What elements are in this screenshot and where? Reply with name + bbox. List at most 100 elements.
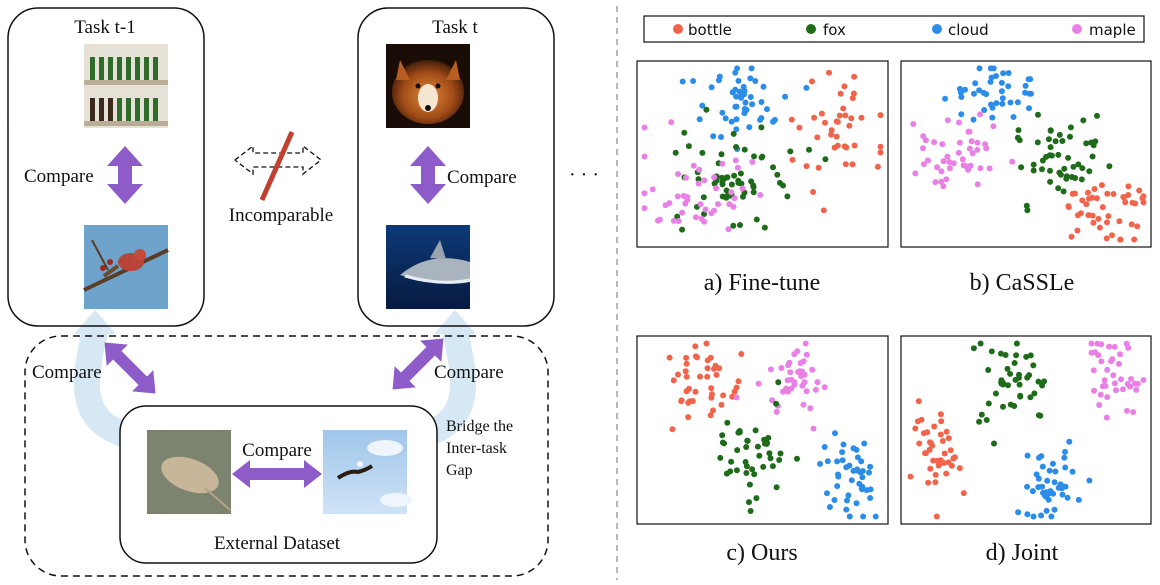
scatter-point-joint-fox [971, 345, 977, 351]
scatter-point-finetune-fox [730, 223, 736, 229]
scatter-point-ours-maple [789, 385, 795, 391]
scatter-point-cassle-cloud [999, 101, 1005, 107]
scatter-point-finetune-cloud [741, 91, 747, 97]
scatter-point-cassle-maple [968, 163, 974, 169]
scatter-point-joint-cloud [1044, 508, 1050, 514]
scatter-point-ours-fox [768, 455, 774, 461]
scatter-point-finetune-cloud [803, 85, 809, 91]
scatter-point-cassle-maple [932, 179, 938, 185]
scatter-point-joint-fox [999, 381, 1005, 387]
scatter-point-cassle-cloud [1006, 70, 1012, 76]
scatter-point-finetune-maple [642, 190, 648, 196]
scatter-point-cassle-bottle [1092, 186, 1098, 192]
scatter-point-finetune-bottle [816, 165, 822, 171]
scatter-point-cassle-cloud [1015, 99, 1021, 105]
scatter-point-cassle-bottle [1141, 193, 1147, 199]
scatter-point-finetune-fox [742, 147, 748, 153]
scatter-point-ours-bottle [679, 397, 685, 403]
scatter-point-ours-bottle [719, 402, 725, 408]
scatter-point-ours-cloud [817, 461, 823, 467]
task-curr-title: Task t [432, 17, 478, 38]
scatter-point-ours-cloud [832, 497, 838, 503]
scatter-point-finetune-bottle [796, 125, 802, 131]
scatter-point-cassle-maple [975, 140, 981, 146]
scatter-point-ours-bottle [734, 385, 740, 391]
shark-image [386, 225, 470, 309]
scatter-point-joint-fox [1005, 366, 1011, 372]
scatter-point-joint-fox [979, 412, 985, 418]
scatter-point-ours-fox [743, 470, 749, 476]
scatter-point-ours-cloud [860, 514, 866, 520]
scatter-point-joint-bottle [943, 471, 949, 477]
scatter-point-ours-bottle [693, 389, 699, 395]
scatter-point-finetune-bottle [826, 70, 832, 76]
scatter-point-cassle-cloud [1000, 95, 1006, 101]
scatter-point-joint-fox [1013, 377, 1019, 383]
legend-label-cloud: cloud [948, 21, 989, 39]
scatter-point-joint-maple [1104, 367, 1110, 373]
scatter-point-finetune-cloud [742, 106, 748, 112]
scatter-point-cassle-bottle [1078, 210, 1084, 216]
scatter-point-cassle-fox [1059, 138, 1065, 144]
scatter-point-ours-maple [809, 367, 815, 373]
scatter-point-joint-fox [985, 367, 991, 373]
scatter-point-joint-maple [1113, 387, 1119, 393]
scatter-point-joint-bottle [934, 514, 940, 520]
scatter-point-ours-fox [746, 499, 752, 505]
scatter-point-joint-maple [1124, 341, 1130, 347]
scatter-point-ours-fox [724, 420, 730, 426]
bridge-label-line1: Bridge the [446, 418, 513, 435]
scatter-point-ours-bottle [686, 386, 692, 392]
scatter-point-cassle-maple [969, 138, 975, 144]
scatter-point-cassle-fox [1048, 127, 1054, 133]
scatter-point-ours-bottle [693, 353, 699, 359]
scatter-point-joint-bottle [948, 447, 954, 453]
scatter-point-cassle-bottle [1074, 228, 1080, 234]
scatter-point-ours-fox [728, 459, 734, 465]
scatter-point-ours-maple [813, 387, 819, 393]
scatter-point-ours-bottle [684, 374, 690, 380]
scatter-point-cassle-fox [1053, 138, 1059, 144]
scatter-point-finetune-maple [711, 174, 717, 180]
scatter-point-joint-fox [998, 351, 1004, 357]
scatter-point-joint-maple [1103, 383, 1109, 389]
legend-dot-maple [1072, 24, 1082, 34]
scatter-point-finetune-cloud [764, 106, 770, 112]
scatter-point-ours-bottle [667, 355, 673, 361]
scatter-point-ours-cloud [849, 477, 855, 483]
scatter-point-cassle-cloud [1008, 100, 1014, 106]
scatter-point-finetune-bottle [878, 144, 884, 150]
scatter-point-finetune-bottle [834, 134, 840, 140]
scatter-point-ours-cloud [857, 469, 863, 475]
scatter-point-ours-bottle [738, 351, 744, 357]
scatter-point-joint-fox [1013, 352, 1019, 358]
scatter-point-ours-cloud [832, 430, 838, 436]
scatter-point-cassle-maple [983, 145, 989, 151]
scatter-point-joint-maple [1120, 386, 1126, 392]
scatter-point-joint-maple [1098, 358, 1104, 364]
scatter-point-cassle-maple [951, 160, 957, 166]
external-dataset-title: External Dataset [214, 533, 341, 554]
scatter-point-ours-cloud [864, 487, 870, 493]
scatter-point-cassle-maple [938, 168, 944, 174]
scatter-point-finetune-bottle [829, 127, 835, 133]
scatter-point-finetune-maple [693, 214, 699, 220]
scatter-point-joint-bottle [908, 474, 914, 480]
scatter-point-cassle-fox [1046, 136, 1052, 142]
scatter-point-finetune-bottle [819, 111, 825, 117]
scatter-point-cassle-bottle [1089, 195, 1095, 201]
scatter-point-cassle-bottle [1095, 216, 1101, 222]
scatter-point-ours-cloud [835, 472, 841, 478]
scatter-point-ours-bottle [714, 372, 720, 378]
scatter-point-cassle-bottle [1134, 223, 1140, 229]
scatter-point-cassle-maple [912, 170, 918, 176]
scatter-point-joint-maple [1118, 376, 1124, 382]
scatter-point-cassle-fox [1063, 176, 1069, 182]
scatter-point-ours-cloud [858, 458, 864, 464]
scatter-point-finetune-maple [701, 177, 707, 183]
scatter-point-finetune-cloud [732, 70, 738, 76]
scatter-point-cassle-bottle [1109, 232, 1115, 238]
scatter-point-cassle-fox [1031, 162, 1037, 168]
scatter-point-cassle-fox [1024, 207, 1030, 213]
scatter-point-joint-bottle [946, 435, 952, 441]
